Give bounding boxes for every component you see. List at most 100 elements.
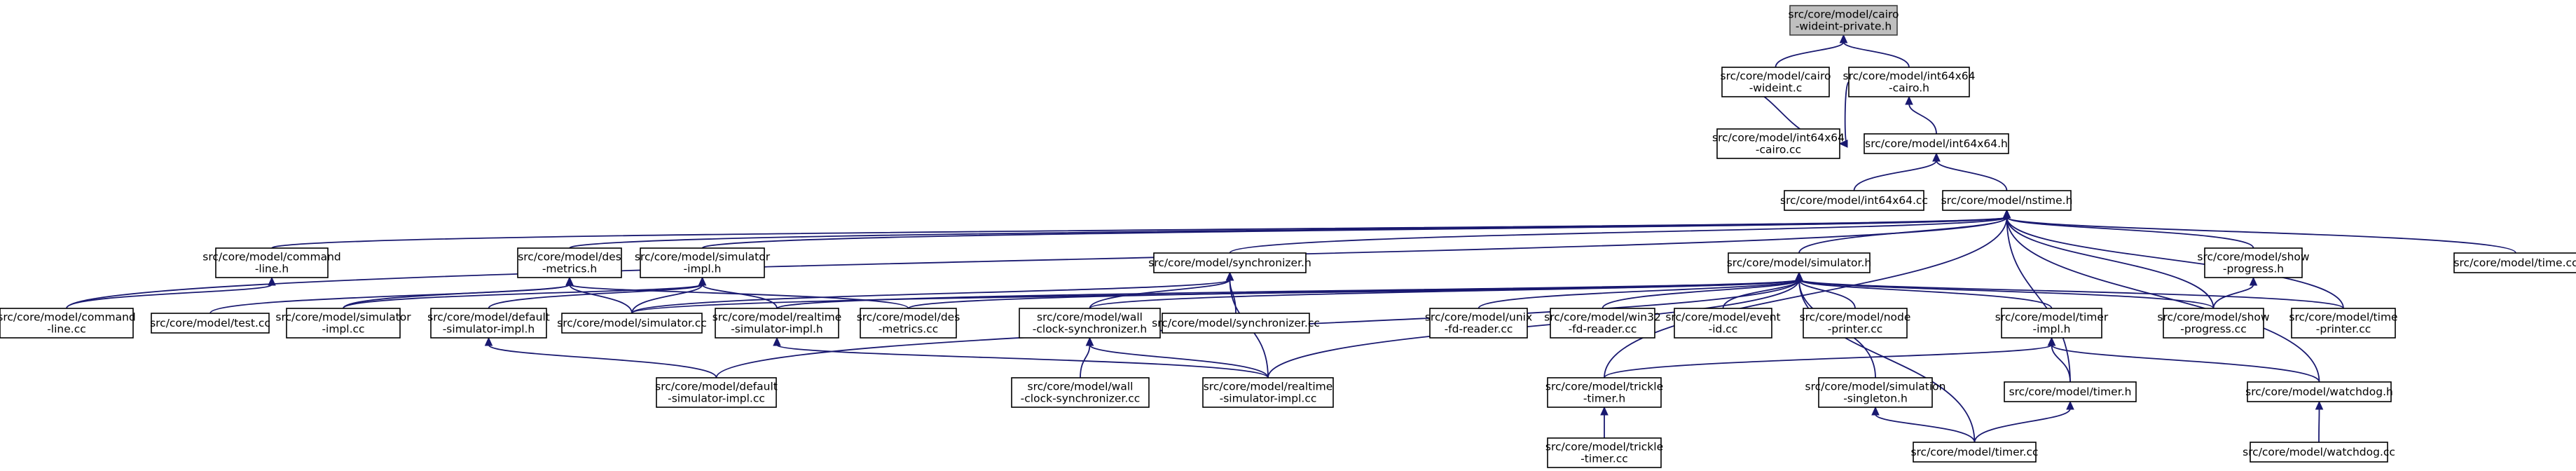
node-box	[860, 308, 957, 339]
file-node[interactable]: src/core/model/command-line.h	[202, 247, 341, 278]
edge-line	[343, 284, 703, 309]
file-node[interactable]: src/core/model/time.cc	[2453, 252, 2576, 273]
file-node[interactable]: src/core/model/nstime.h	[1941, 190, 2073, 211]
node-label: -simulator-impl.cc	[668, 392, 765, 405]
dependency-edge	[698, 276, 778, 309]
node-label: src/core/model/watchdog.h	[2245, 385, 2393, 398]
file-node[interactable]: src/core/model/des-metrics.cc	[857, 308, 960, 339]
file-node[interactable]: src/core/model/simulator-impl.h	[635, 247, 771, 278]
node-label: src/core/model/timer	[1995, 311, 2109, 324]
edge-line	[1229, 217, 2008, 254]
file-node[interactable]: src/core/model/default-simulator-impl.cc	[655, 377, 778, 408]
edge-line	[569, 284, 633, 314]
node-box	[1202, 377, 1334, 408]
edge-line	[1604, 217, 2008, 378]
file-node[interactable]: src/core/model/int64x64.cc	[1780, 190, 1928, 211]
file-node[interactable]: src/core/model/int64x64.h	[1864, 133, 2009, 154]
edge-line	[1267, 279, 1800, 378]
node-box	[2250, 442, 2388, 463]
edge-arrowhead	[2249, 276, 2258, 286]
edge-line	[1843, 41, 1910, 68]
edge-arrowhead	[2047, 336, 2056, 346]
edge-line	[1722, 279, 1800, 309]
edge-line	[1775, 41, 1845, 68]
node-box	[1153, 252, 1307, 273]
dependency-edge	[2002, 209, 2344, 309]
node-box	[715, 308, 839, 339]
edge-arrowhead	[1225, 271, 1234, 281]
file-node[interactable]: src/core/model/watchdog.cc	[2243, 442, 2395, 463]
node-label: -simulator-impl.h	[443, 323, 535, 336]
dependency-edge	[1839, 34, 1910, 68]
node-label: src/core/model/win32	[1544, 311, 1661, 324]
file-node[interactable]: src/core/model/wall-clock-synchronizer.h	[1019, 308, 1161, 339]
edge-line	[2006, 217, 2344, 309]
dependency-edge	[1085, 336, 1269, 378]
node-box	[2291, 308, 2396, 339]
file-node[interactable]: src/core/model/timer-impl.h	[1995, 308, 2109, 339]
file-node[interactable]: src/core/model/node-printer.cc	[1800, 308, 1911, 339]
file-node[interactable]: src/core/model/win32-fd-reader.cc	[1544, 308, 1661, 339]
file-node[interactable]: src/core/model/realtime-simulator-impl.h	[712, 308, 842, 339]
node-box	[1913, 442, 2037, 463]
edge-line	[1604, 344, 2053, 378]
file-node[interactable]: src/core/model/default-simulator-impl.h	[427, 308, 550, 339]
edge-line	[2006, 217, 2516, 254]
edge-arrowhead	[1838, 139, 1848, 148]
node-box	[517, 247, 622, 278]
file-node[interactable]: src/core/model/des-metrics.h	[517, 247, 622, 278]
edge-line	[1798, 279, 2344, 309]
node-label: -impl.h	[2033, 323, 2071, 336]
file-node[interactable]: src/core/model/command-line.cc	[0, 308, 136, 339]
root-file-node[interactable]: src/core/model/cairo-wideint-private.h	[1789, 5, 1899, 36]
dependency-edge	[2002, 209, 2320, 383]
file-node[interactable]: src/core/model/cairo-wideint.c	[1721, 67, 1831, 97]
dependency-edge	[1871, 406, 1976, 443]
file-node[interactable]: src/core/model/simulation-singleton.h	[1805, 377, 1946, 408]
file-node[interactable]: src/core/model/time-printer.cc	[2289, 308, 2398, 339]
file-node[interactable]: src/core/model/simulator-impl.cc	[275, 308, 411, 339]
node-box	[1848, 67, 1970, 97]
file-node[interactable]: src/core/model/show-progress.cc	[2157, 308, 2270, 339]
file-node[interactable]: src/core/model/synchronizer.cc	[1152, 313, 1320, 334]
file-node[interactable]: src/core/model/realtime-simulator-impl.c…	[1202, 377, 1334, 408]
edge-arrowhead	[1839, 34, 1848, 43]
file-node[interactable]: src/core/model/timer.h	[2004, 381, 2137, 402]
dependency-edge	[1798, 209, 2011, 254]
file-node[interactable]: src/core/model/test.cc	[150, 313, 270, 334]
file-node[interactable]: src/core/model/trickle-timer.h	[1545, 377, 1663, 408]
node-label: -clock-synchronizer.h	[1033, 323, 1147, 336]
edge-line	[66, 284, 273, 309]
file-node[interactable]: src/core/model/wall-clock-synchronizer.c…	[1011, 377, 1150, 408]
edge-arrowhead	[2315, 400, 2324, 410]
file-node[interactable]: src/core/model/unix-fd-reader.cc	[1425, 308, 1532, 339]
edge-line	[1798, 279, 2053, 309]
file-node[interactable]: src/core/model/show-progress.h	[2197, 247, 2310, 278]
node-label: src/core/model/time.cc	[2453, 257, 2576, 269]
file-node[interactable]: src/core/model/event-id.cc	[1665, 308, 1781, 339]
file-node[interactable]: src/core/model/trickle-timer.cc	[1545, 437, 1663, 468]
dependency-edge	[484, 336, 717, 378]
node-label: src/core/model/event	[1665, 311, 1780, 324]
file-node[interactable]: src/core/model/timer.cc	[1910, 442, 2039, 463]
node-label: src/core/model/timer.cc	[1910, 446, 2038, 458]
dependency-edge	[773, 336, 1269, 378]
file-node[interactable]: src/core/model/simulator.cc	[557, 313, 707, 334]
file-node[interactable]: src/core/model/synchronizer.h	[1148, 252, 1311, 273]
dependency-edge	[66, 276, 276, 309]
node-box	[640, 247, 765, 278]
file-node[interactable]: src/core/model/int64x64-cairo.cc	[1712, 128, 1845, 159]
file-node[interactable]: src/core/model/simulator.h	[1727, 252, 1872, 273]
node-box	[1550, 308, 1655, 339]
file-node[interactable]: src/core/model/watchdog.h	[2245, 381, 2393, 402]
edge-line	[1908, 103, 1937, 135]
edge-line	[701, 284, 778, 309]
node-box	[1803, 308, 1908, 339]
node-label: -singleton.h	[1843, 392, 1908, 405]
node-label: -wideint.c	[1749, 82, 1803, 95]
node-box	[2001, 308, 2102, 339]
file-node[interactable]: src/core/model/int64x64-cairo.h	[1843, 67, 1976, 97]
node-box	[1784, 190, 1924, 211]
edge-line	[2006, 217, 2254, 249]
